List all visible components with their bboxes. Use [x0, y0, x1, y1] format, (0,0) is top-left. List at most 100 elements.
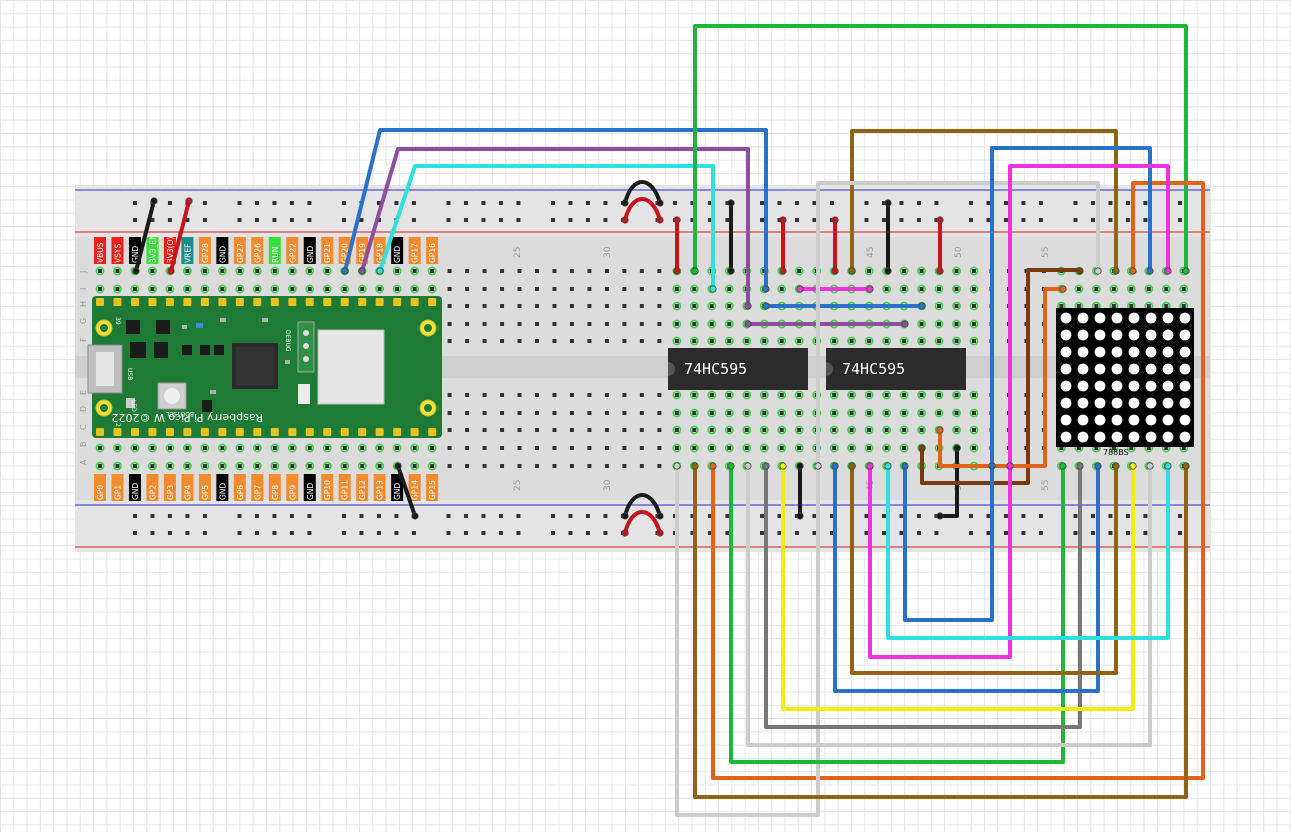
breadboard-hole[interactable]	[709, 393, 714, 397]
rail-hole[interactable]	[777, 201, 782, 205]
rail-hole[interactable]	[829, 514, 834, 518]
rail-hole[interactable]	[881, 218, 886, 222]
rail-hole[interactable]	[463, 514, 468, 518]
breadboard-hole[interactable]	[1129, 287, 1134, 291]
rail-hole[interactable]	[1178, 531, 1182, 535]
breadboard-hole[interactable]	[552, 339, 557, 343]
breadboard-hole[interactable]	[692, 393, 697, 397]
breadboard-hole[interactable]	[150, 287, 155, 291]
breadboard-hole[interactable]	[832, 446, 837, 450]
breadboard-hole[interactable]	[622, 304, 627, 308]
rail-hole[interactable]	[585, 201, 590, 205]
breadboard-hole[interactable]	[569, 411, 574, 415]
rail-hole[interactable]	[568, 514, 573, 518]
breadboard-hole[interactable]	[762, 446, 767, 450]
breadboard-hole[interactable]	[657, 446, 662, 450]
breadboard-hole[interactable]	[500, 287, 505, 291]
rail-hole[interactable]	[359, 218, 364, 222]
breadboard-hole[interactable]	[972, 411, 976, 415]
breadboard-hole[interactable]	[202, 464, 207, 468]
rail-hole[interactable]	[411, 218, 416, 222]
breadboard-hole[interactable]	[535, 287, 539, 291]
rail-hole[interactable]	[307, 514, 312, 518]
rail-hole[interactable]	[603, 514, 608, 518]
breadboard-hole[interactable]	[639, 287, 644, 291]
rail-hole[interactable]	[899, 514, 904, 518]
breadboard-hole[interactable]	[902, 393, 907, 397]
rail-hole[interactable]	[707, 218, 712, 222]
breadboard-hole[interactable]	[342, 464, 347, 468]
breadboard-hole[interactable]	[779, 287, 784, 291]
rail-hole[interactable]	[272, 218, 277, 222]
breadboard-hole[interactable]	[587, 464, 592, 468]
breadboard-hole[interactable]	[535, 428, 539, 432]
rail-hole[interactable]	[1021, 514, 1026, 518]
rail-hole[interactable]	[1125, 201, 1130, 205]
rail-hole[interactable]	[707, 201, 712, 205]
rail-hole[interactable]	[342, 531, 346, 535]
breadboard-hole[interactable]	[447, 339, 452, 343]
breadboard-hole[interactable]	[1094, 446, 1099, 450]
rail-hole[interactable]	[446, 218, 451, 222]
rail-hole[interactable]	[463, 201, 468, 205]
breadboard-hole[interactable]	[674, 393, 679, 397]
breadboard-hole[interactable]	[412, 464, 417, 468]
rail-hole[interactable]	[1038, 218, 1043, 222]
breadboard-hole[interactable]	[692, 287, 697, 291]
breadboard-hole[interactable]	[692, 322, 697, 326]
breadboard-hole[interactable]	[517, 393, 522, 397]
breadboard-hole[interactable]	[622, 428, 627, 432]
breadboard-hole[interactable]	[867, 446, 872, 450]
breadboard-hole[interactable]	[447, 393, 452, 397]
breadboard-hole[interactable]	[132, 446, 137, 450]
breadboard-hole[interactable]	[482, 339, 487, 343]
rail-hole[interactable]	[463, 218, 468, 222]
breadboard-hole[interactable]	[937, 411, 942, 415]
breadboard-hole[interactable]	[902, 411, 907, 415]
breadboard-hole[interactable]	[465, 464, 470, 468]
breadboard-hole[interactable]	[552, 446, 557, 450]
breadboard-hole[interactable]	[639, 269, 644, 273]
rail-hole[interactable]	[986, 218, 991, 222]
breadboard-hole[interactable]	[972, 339, 976, 343]
breadboard-hole[interactable]	[884, 446, 889, 450]
rail-hole[interactable]	[1125, 531, 1130, 535]
rail-hole[interactable]	[551, 201, 555, 205]
breadboard-hole[interactable]	[744, 411, 749, 415]
breadboard-hole[interactable]	[954, 411, 959, 415]
breadboard-hole[interactable]	[832, 393, 837, 397]
breadboard-hole[interactable]	[954, 339, 959, 343]
breadboard-hole[interactable]	[587, 339, 592, 343]
rail-hole[interactable]	[254, 531, 259, 535]
wire-blue[interactable]	[990, 146, 1152, 468]
breadboard-hole[interactable]	[342, 287, 347, 291]
rail-hole[interactable]	[1108, 514, 1113, 518]
rail-hole[interactable]	[672, 201, 677, 205]
rail-hole[interactable]	[289, 201, 294, 205]
breadboard-hole[interactable]	[1111, 304, 1116, 308]
breadboard-hole[interactable]	[919, 428, 924, 432]
breadboard-hole[interactable]	[1111, 446, 1116, 450]
rail-hole[interactable]	[777, 514, 782, 518]
breadboard-hole[interactable]	[1146, 446, 1151, 450]
wire-red[interactable]	[169, 199, 191, 273]
breadboard-hole[interactable]	[727, 446, 732, 450]
breadboard-hole[interactable]	[709, 322, 714, 326]
breadboard-hole[interactable]	[954, 304, 959, 308]
wire-yellow[interactable]	[781, 464, 1135, 711]
rail-hole[interactable]	[986, 514, 991, 518]
rail-hole[interactable]	[934, 531, 939, 535]
breadboard-hole[interactable]	[482, 322, 487, 326]
breadboard-hole[interactable]	[587, 393, 592, 397]
breadboard-hole[interactable]	[884, 339, 889, 343]
breadboard-hole[interactable]	[500, 393, 505, 397]
breadboard-hole[interactable]	[1181, 287, 1186, 291]
rail-hole[interactable]	[150, 531, 155, 535]
breadboard-hole[interactable]	[447, 322, 452, 326]
rail-hole[interactable]	[690, 201, 695, 205]
breadboard-hole[interactable]	[919, 393, 924, 397]
rail-jumper-red[interactable]	[623, 510, 662, 535]
rail-hole[interactable]	[150, 218, 155, 222]
breadboard-hole[interactable]	[535, 269, 539, 273]
breadboard-hole[interactable]	[535, 411, 539, 415]
